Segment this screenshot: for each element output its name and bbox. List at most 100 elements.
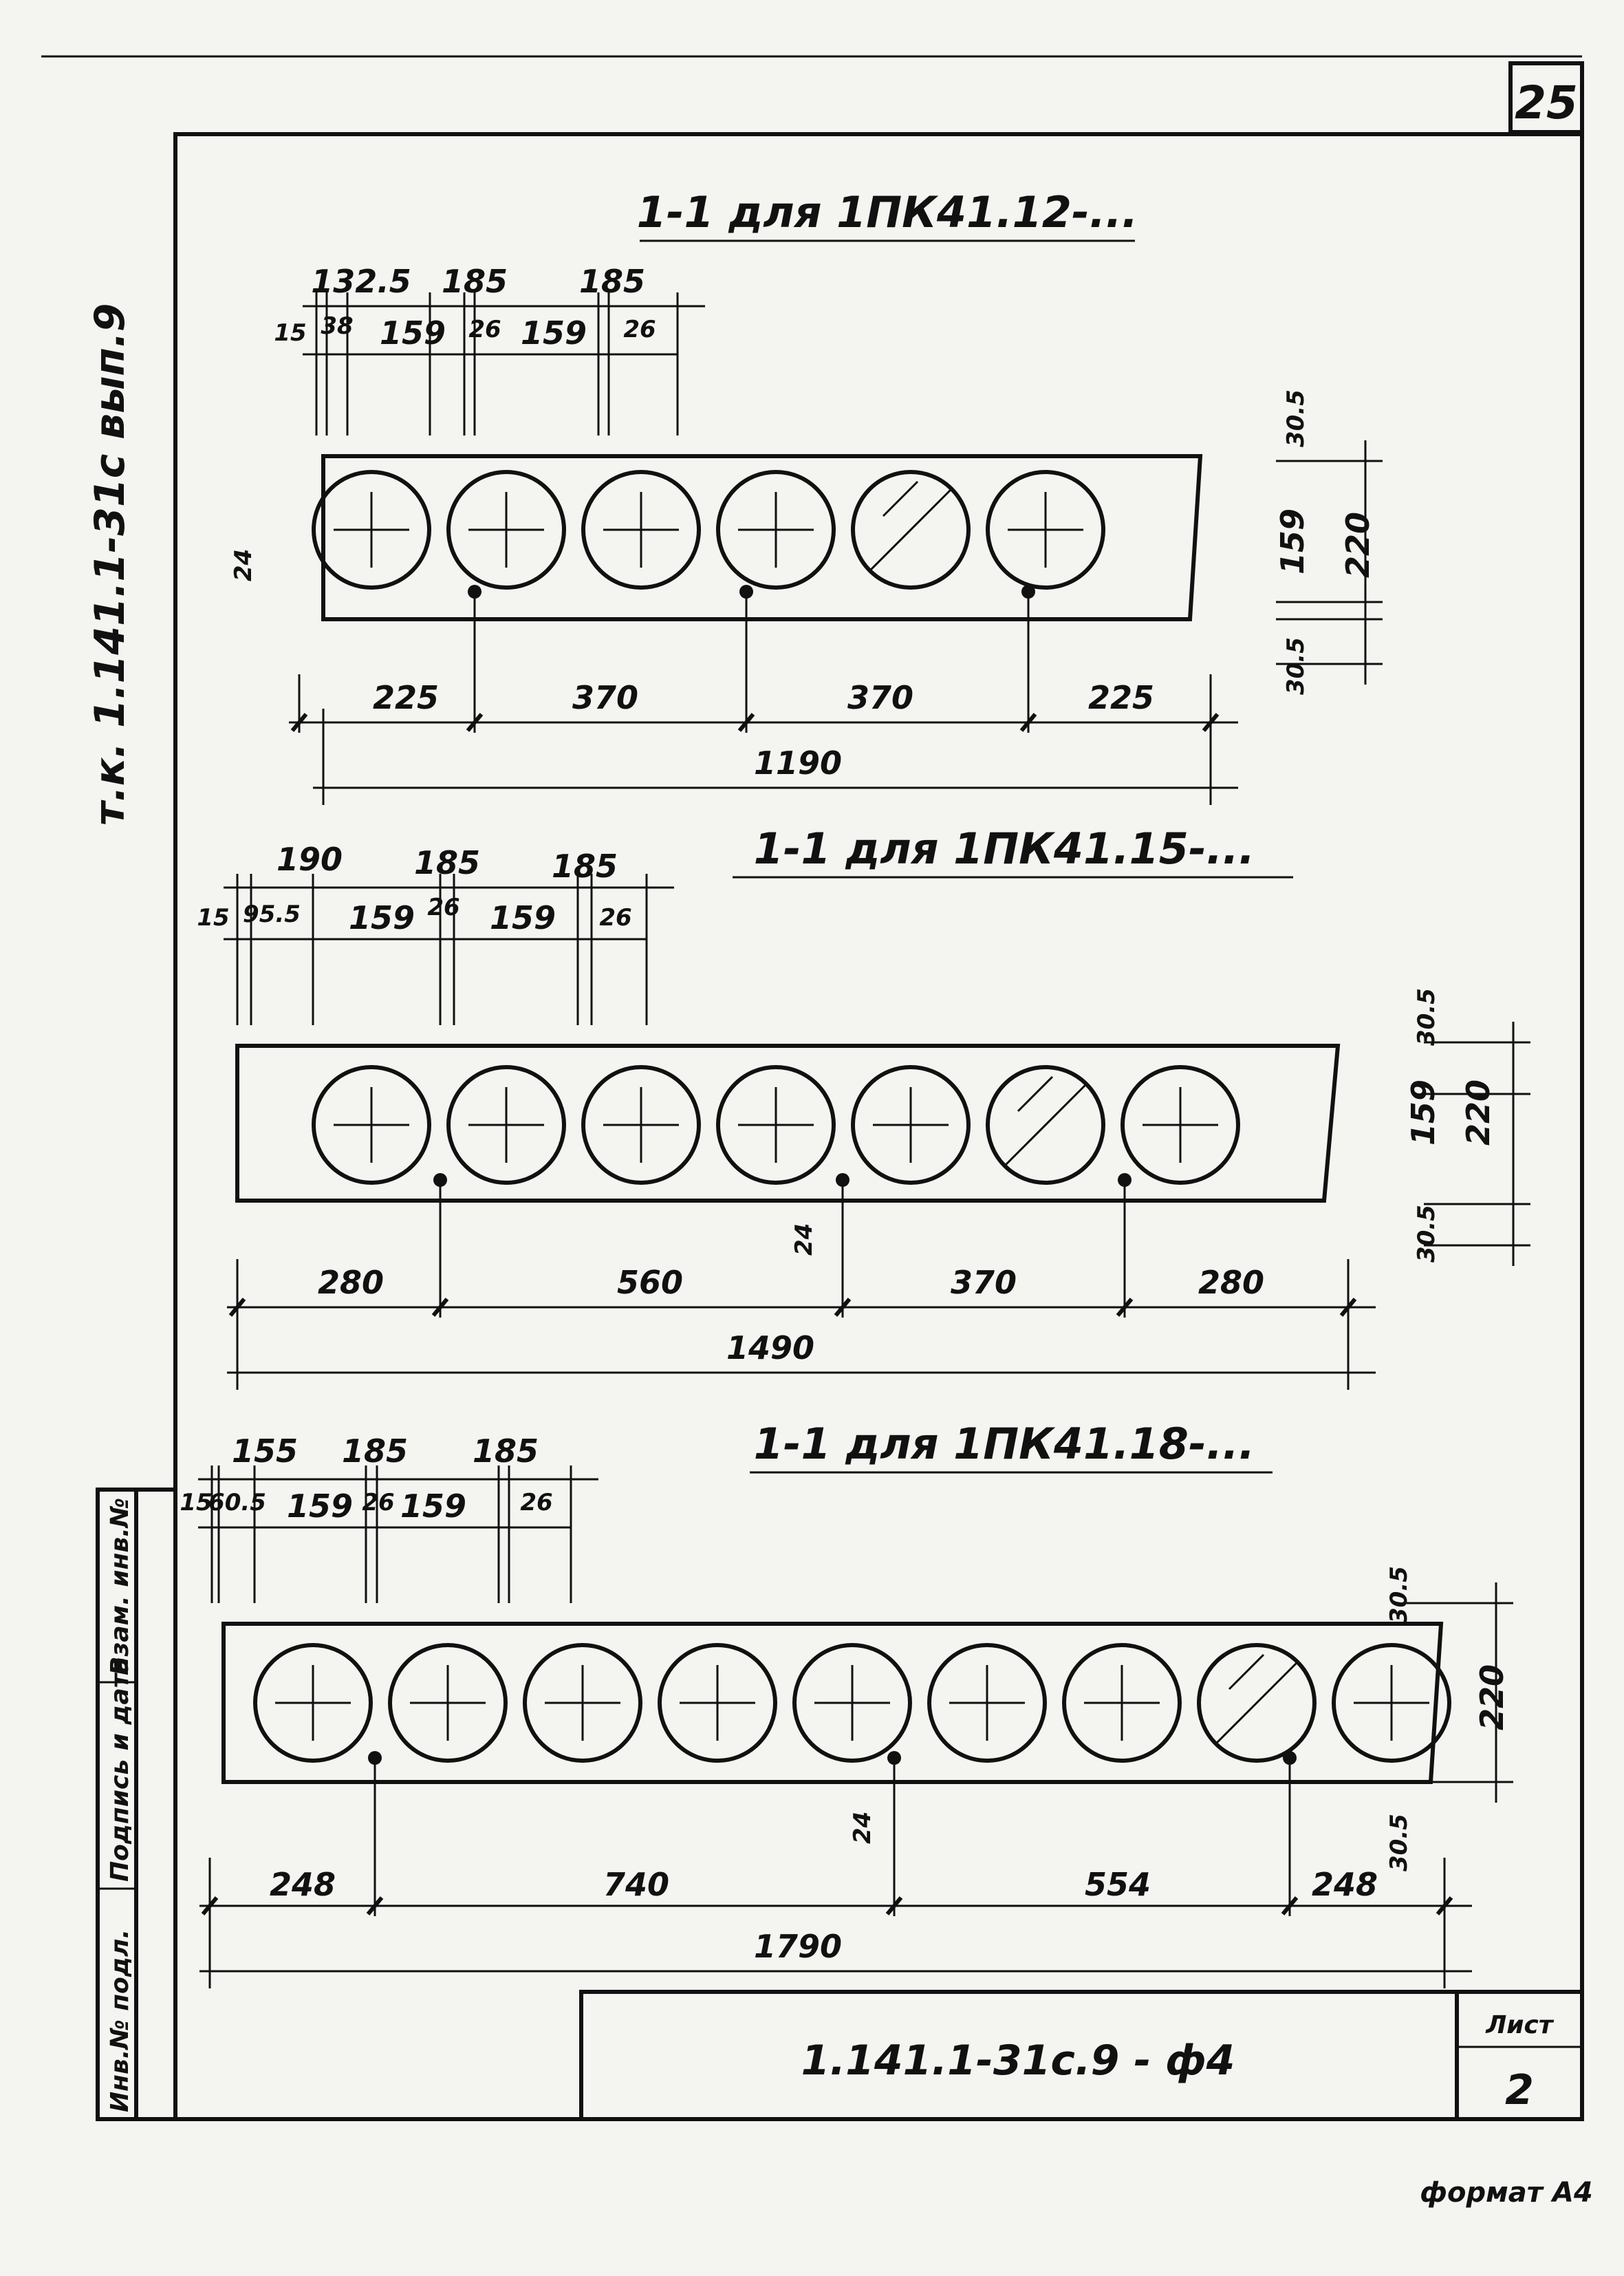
dim-bottom-4: 280 (1198, 1264, 1264, 1301)
dim-mid-24: 24 (849, 1812, 876, 1844)
tick-bottom (1116, 1298, 1134, 1317)
void-circle (581, 1065, 701, 1185)
dim-bottom-4: 225 (1088, 679, 1154, 716)
dim-right-1: 30.5 (1413, 988, 1440, 1046)
dim-mid-24: 24 (790, 1223, 818, 1256)
dim-bottom-4: 248 (1312, 1866, 1378, 1903)
void-circle (716, 1065, 836, 1185)
dim-lower-4: 26 (427, 894, 459, 921)
dim-upper-3: 185 (579, 263, 645, 300)
void-1 (312, 470, 431, 590)
dim-right-3: 30.5 (1413, 1205, 1440, 1263)
diameter-line (1003, 1082, 1088, 1168)
section-title: 1-1 для 1ПК41.18-... (754, 1419, 1255, 1469)
dim-total: 1790 (754, 1928, 842, 1965)
void-5 (792, 1643, 912, 1763)
dim-right-2: 30.5 (1385, 1814, 1413, 1871)
dim-lower-6: 26 (599, 904, 631, 932)
void-7 (1062, 1643, 1182, 1763)
void-5 (851, 470, 971, 590)
dim-left-24: 24 (230, 549, 257, 581)
void-4 (658, 1643, 777, 1763)
void-3 (523, 1643, 642, 1763)
void-6 (986, 470, 1105, 590)
tick-bottom (834, 1298, 852, 1317)
dim-bottom-2: 560 (617, 1264, 683, 1301)
dim-bottom-1: 248 (270, 1866, 336, 1903)
dim-total: 1490 (726, 1329, 814, 1366)
dim-upper-2: 185 (442, 263, 508, 300)
dim-upper-1: 155 (232, 1432, 298, 1470)
dim-lower-2: 60.5 (208, 1489, 266, 1516)
dim-lower-2: 95.5 (243, 901, 301, 928)
void-2 (446, 1065, 566, 1185)
dim-right-2: 159 (1405, 1080, 1442, 1146)
dim-bottom-3: 554 (1085, 1866, 1151, 1903)
void-circle (253, 1643, 373, 1763)
dim-lower-3: 159 (287, 1488, 353, 1525)
dim-upper-1: 190 (277, 841, 343, 878)
section-1pk41-15: 1-1 для 1ПК41.15-... 190 185 185 15 95.5… (197, 824, 1530, 1390)
void-circle (523, 1643, 642, 1763)
drawing-frame (173, 132, 1584, 2121)
dim-lower-3: 159 (349, 899, 415, 936)
side-stamp: Инв.№ подл. Подпись и дата Взам. инв.№ (96, 1488, 177, 2121)
dim-lower-6: 26 (520, 1489, 552, 1516)
diameter-line (1214, 1660, 1299, 1746)
tick-bottom (466, 713, 484, 732)
void-1 (312, 1065, 431, 1185)
void-circle (658, 1643, 777, 1763)
void-circle (927, 1643, 1047, 1763)
dim-right-1: 30.5 (1385, 1566, 1413, 1624)
dim-lower-4: 26 (362, 1489, 394, 1516)
void-circle (581, 470, 701, 590)
void-6 (927, 1643, 1047, 1763)
dim-right-2: 159 (1274, 508, 1311, 575)
void-3 (581, 1065, 701, 1185)
void-3 (581, 470, 701, 590)
section-1pk41-18: 1-1 для 1ПК41.18-... 155 185 185 15 60.5… (180, 1419, 1513, 1988)
stamp-podpis-data: Подпись и дата (106, 1657, 134, 1882)
void-2 (388, 1643, 508, 1763)
tick-bottom (1281, 1896, 1299, 1915)
tick-bottom (885, 1896, 903, 1915)
dim-upper-3: 185 (552, 848, 618, 885)
void-circle (851, 1065, 971, 1185)
void-circle (1197, 1643, 1317, 1763)
void-circle (1062, 1643, 1182, 1763)
void-circle (446, 470, 566, 590)
void-4 (716, 1065, 836, 1185)
dim-bottom-2: 370 (572, 679, 638, 716)
section-1pk41-12: 1-1 для 1ПК41.12-... 132.5 185 185 15 38… (230, 187, 1383, 805)
dim-lower-4: 26 (468, 316, 501, 343)
series-label: т.к. 1.141.1-31с вып.9 (86, 303, 134, 826)
tick-bottom (290, 713, 308, 732)
dim-lower-5: 159 (490, 899, 556, 936)
title-block: 1.141.1-31с.9 - ф4 Лист 2 (579, 1990, 1584, 2121)
document-code: 1.141.1-31с.9 - ф4 (801, 2037, 1235, 2085)
tick-bottom (737, 713, 755, 732)
sheet-number: 2 (1505, 2066, 1534, 2114)
dim-bottom-1: 280 (318, 1264, 384, 1301)
stamp-vzam-inv: Взам. инв.№ (106, 1498, 134, 1675)
dim-right-1: 30.5 (1282, 389, 1310, 447)
void-circle (851, 470, 971, 590)
dim-total: 1190 (754, 744, 842, 782)
dim-lower-5: 159 (521, 314, 587, 352)
dim-upper-3: 185 (473, 1432, 539, 1470)
sheet-label: Лист (1485, 2011, 1554, 2039)
void-4 (716, 470, 836, 590)
format-label: формат А4 (1420, 2177, 1592, 2209)
void-circle (312, 470, 431, 590)
dim-bottom-2: 740 (603, 1866, 669, 1903)
tick-bottom (1019, 713, 1037, 732)
void-9 (1332, 1643, 1451, 1763)
dim-lower-1: 15 (197, 904, 229, 932)
dim-bottom-3: 370 (847, 679, 913, 716)
diameter-mark (1017, 1075, 1054, 1113)
diameter-mark (1228, 1653, 1265, 1690)
dim-lower-6: 26 (623, 316, 656, 343)
void-circle (986, 1065, 1105, 1185)
slab-outline (321, 454, 1203, 621)
